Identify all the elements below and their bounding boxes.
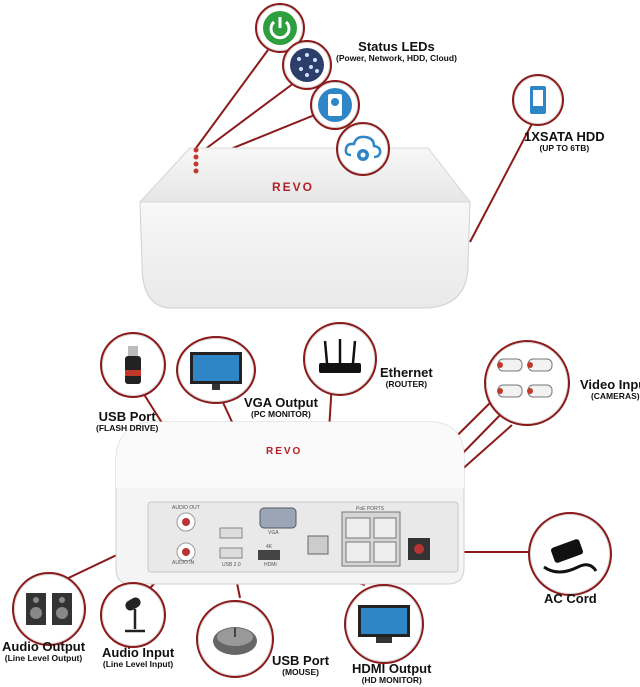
hdmi-sub: (HD MONITOR) <box>361 675 422 686</box>
audio-output-title: Audio Output <box>2 639 86 654</box>
speaker-icon <box>26 593 72 625</box>
audio-output-callout <box>12 572 86 646</box>
label-audio-in: AUDIO IN <box>172 560 195 566</box>
label-hdmi: HDMI <box>264 562 277 568</box>
brand-logo-rear: REVO <box>266 446 303 457</box>
audio-input-label: Audio Input (Line Level Input) <box>102 645 175 670</box>
hdd-title: 1XSATA HDD <box>524 129 605 144</box>
usb-flash-sub: (FLASH DRIVE) <box>96 423 159 434</box>
vga-callout <box>176 336 256 404</box>
hdd-callout <box>512 74 564 126</box>
hdmi-callout <box>344 584 424 664</box>
ethernet-callout <box>303 322 377 396</box>
usb-flash-title: USB Port <box>98 409 156 424</box>
cloud-callout <box>336 122 390 176</box>
audio-input-title: Audio Input <box>102 645 175 660</box>
hdmi-label: HDMI Output (HD MONITOR) <box>352 661 432 686</box>
brand-logo-top: REVO <box>272 180 315 194</box>
vga-title: VGA Output <box>244 395 318 410</box>
usb-flash-callout <box>100 332 166 398</box>
pc-monitor-icon <box>190 352 242 390</box>
label-poe: PoE PORTS <box>356 506 384 512</box>
usb-mouse-callout <box>196 600 274 678</box>
usb-mouse-title: USB Port <box>272 653 330 668</box>
label-audio-out: AUDIO OUT <box>172 505 200 511</box>
mouse-icon <box>213 627 257 655</box>
flash-drive-icon <box>125 346 141 384</box>
ac-cord-title: AC Cord <box>544 591 597 606</box>
status-leds-title: Status LEDs <box>358 39 435 54</box>
video-input-sub: (CAMERAS) <box>590 391 640 402</box>
cameras-callout <box>484 340 570 426</box>
router-icon <box>319 339 361 373</box>
status-leds-sub: (Power, Network, HDD, Cloud) <box>336 53 457 64</box>
usb-mouse-label: USB Port (MOUSE) <box>272 653 330 678</box>
video-input-label: Video Input (CAMERAS) <box>580 377 640 402</box>
usb-mouse-sub: (MOUSE) <box>282 667 319 678</box>
audio-input-sub: (Line Level Input) <box>102 659 174 670</box>
status-leds-label: Status LEDs (Power, Network, HDD, Cloud) <box>336 39 457 64</box>
globe-icon <box>290 48 324 82</box>
usb-flash-label: USB Port (FLASH DRIVE) <box>96 409 159 434</box>
hdd-led-callout <box>310 80 360 130</box>
hard-drive-icon <box>318 88 352 122</box>
cloud-gear-icon <box>344 135 382 161</box>
hdd-label: 1XSATA HDD (UP TO 6TB) <box>524 129 605 154</box>
power-adapter-icon <box>543 539 598 574</box>
ethernet-title: Ethernet <box>380 365 433 380</box>
ac-cord-callout <box>528 512 612 596</box>
sata-hdd-icon <box>530 86 546 114</box>
label-usb: USB 2.0 <box>222 562 241 568</box>
hdd-sub: (UP TO 6TB) <box>539 143 590 154</box>
vga-label: VGA Output (PC MONITOR) <box>244 395 318 420</box>
ac-cord-label: AC Cord <box>544 591 597 606</box>
power-icon <box>263 11 297 45</box>
ethernet-label: Ethernet (ROUTER) <box>380 365 433 390</box>
ethernet-sub: (ROUTER) <box>385 379 428 390</box>
nvr-front-view <box>138 147 472 309</box>
audio-output-label: Audio Output (Line Level Output) <box>2 639 86 664</box>
video-input-title: Video Input <box>580 377 640 392</box>
audio-input-callout <box>100 582 166 648</box>
nvr-rear-view <box>115 421 465 585</box>
microphone-icon <box>125 597 145 633</box>
label-4k: 4K <box>266 544 273 550</box>
hd-monitor-icon <box>358 605 410 643</box>
hdmi-title: HDMI Output <box>352 661 432 676</box>
audio-output-sub: (Line Level Output) <box>4 653 83 664</box>
vga-sub: (PC MONITOR) <box>251 409 311 420</box>
camera-icon <box>497 358 553 398</box>
label-vga: VGA <box>268 530 279 536</box>
